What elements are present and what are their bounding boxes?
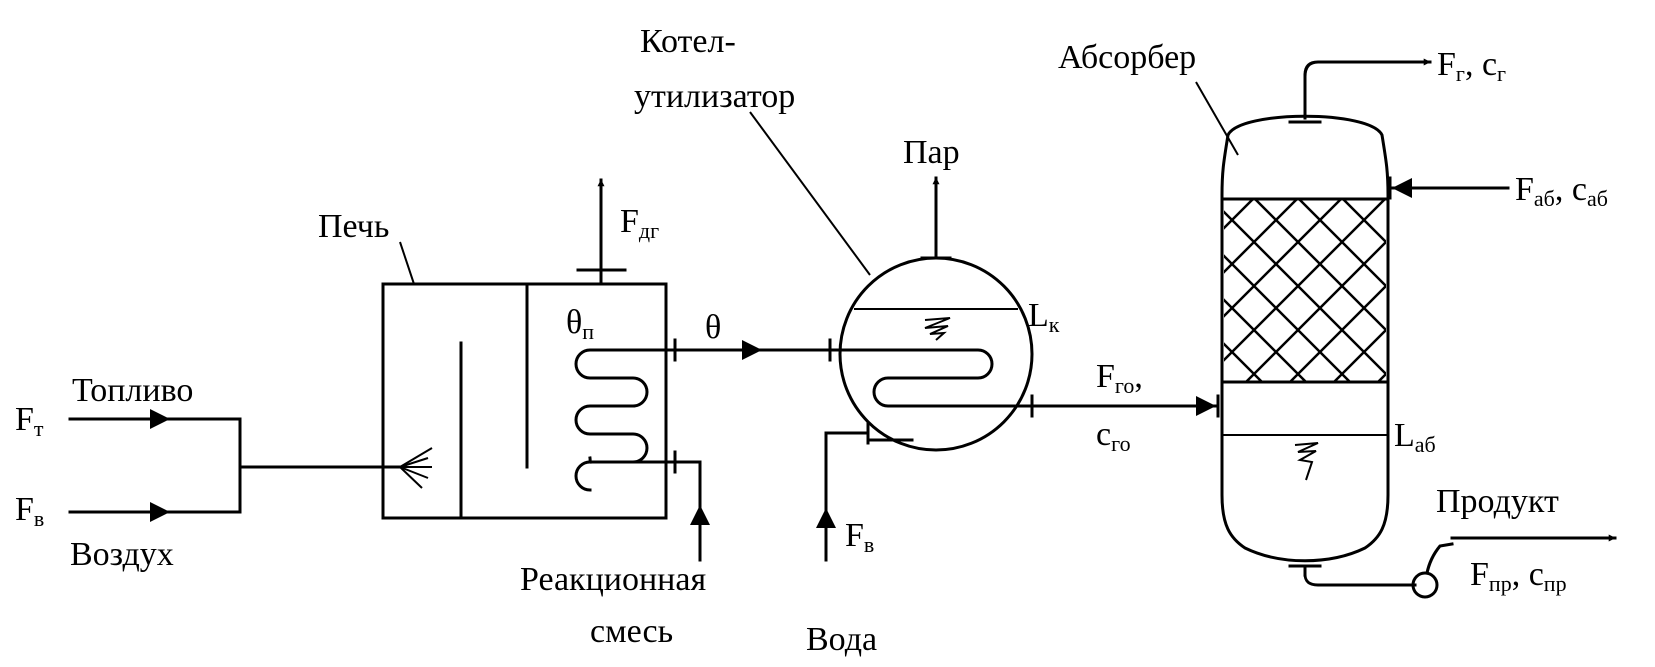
reaction-mixture-label-line1: Реакционная (520, 561, 706, 598)
reaction-mixture-inlet (664, 450, 710, 562)
absorber-label: Абсорбер (1058, 39, 1196, 76)
boiler-label-line1: Котел- (640, 23, 736, 60)
furnace-leader (399, 241, 415, 285)
process-gas-line (664, 338, 832, 362)
furnace-coil (574, 348, 668, 492)
pump-icon (1411, 542, 1454, 599)
reaction-mixture-label-line2: смесь (590, 613, 673, 650)
flue-gas-flow-symbol: Fдг (620, 203, 659, 243)
outlet-gas-symbol: Fг, cг (1437, 46, 1506, 86)
flue-gas-outlet (576, 178, 627, 286)
product-flow-symbol: Fпр, cпр (1470, 556, 1567, 596)
absorber-column (1220, 114, 1390, 563)
product-outlet (1288, 534, 1617, 599)
water-inlet (816, 421, 914, 562)
burner-icon (399, 447, 433, 489)
fuel-flow-symbol: Fт (15, 401, 44, 441)
boiler-label-line2: утилизатор (634, 78, 795, 115)
furnace (381, 282, 668, 520)
absorbent-inlet (1388, 176, 1510, 200)
absorbent-symbol: Fаб, cаб (1515, 171, 1608, 211)
boiler-leader (749, 111, 871, 276)
air-label: Воздух (70, 536, 174, 573)
fuel-air-mixing-lines (68, 409, 402, 522)
absorber-level-symbol: Lаб (1394, 417, 1436, 457)
cooled-gas-flow-symbol: Fго, (1096, 358, 1143, 398)
furnace-label: Печь (318, 208, 389, 245)
waste-heat-boiler (828, 176, 1034, 452)
air-flow-symbol: Fв (15, 491, 44, 531)
absorber-leader (1195, 81, 1239, 156)
boiler-level-symbol: Lк (1028, 297, 1060, 337)
cooled-gas-concentration-symbol: cго (1096, 416, 1131, 456)
gas-temperature-symbol: θ (705, 309, 721, 346)
water-flow-symbol: Fв (845, 517, 874, 557)
steam-label: Пар (903, 134, 960, 171)
cooled-gas-line (1018, 394, 1220, 418)
water-label: Вода (806, 621, 877, 658)
product-label: Продукт (1436, 483, 1559, 520)
absorber-gas-outlet (1288, 58, 1432, 124)
fuel-label: Топливо (72, 372, 193, 409)
furnace-temperature-symbol: θп (566, 304, 594, 344)
